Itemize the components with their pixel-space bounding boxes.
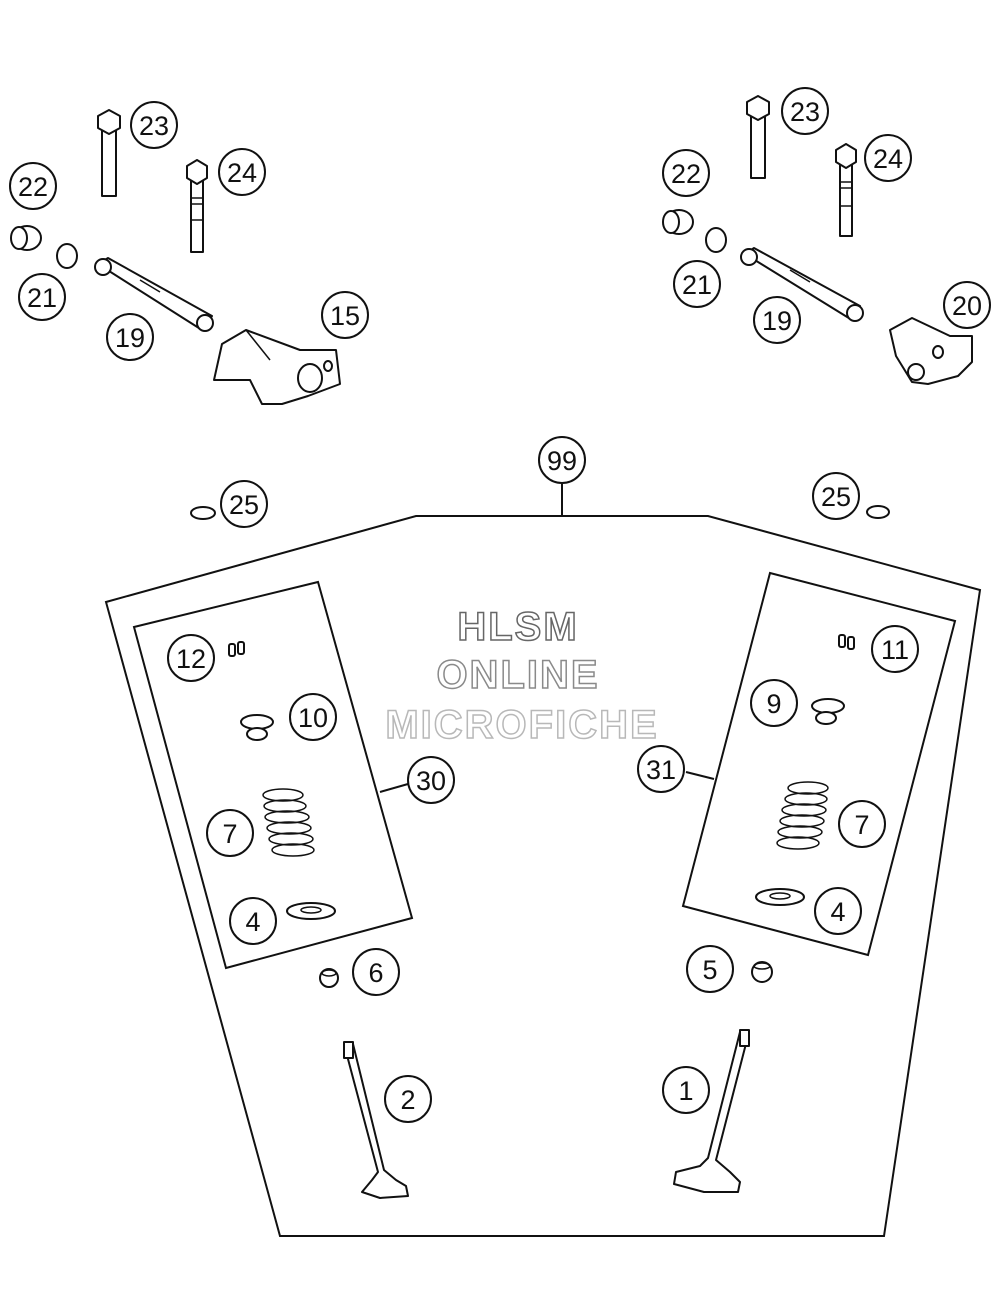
callout-5: 5 (686, 945, 734, 993)
watermark-line-2: ONLINE (436, 653, 599, 697)
valve-spring-7-left (262, 788, 315, 857)
callout-24-right: 24 (864, 134, 912, 182)
collets-12 (228, 641, 245, 657)
callout-99: 99 (538, 436, 586, 484)
spring-retainer-9 (811, 698, 845, 725)
pin-25-left (190, 506, 216, 520)
callout-22-right: 22 (662, 149, 710, 197)
svg-text:15: 15 (330, 301, 360, 331)
valve-1 (673, 1029, 750, 1193)
svg-text:21: 21 (27, 283, 57, 313)
rocker-arm-15 (213, 329, 341, 405)
collets-11 (838, 634, 855, 650)
callout-7-left: 7 (206, 809, 254, 857)
callout-19-right: 19 (753, 296, 801, 344)
callout-20: 20 (943, 281, 991, 329)
svg-text:22: 22 (18, 172, 48, 202)
bolt-24-right (835, 143, 857, 237)
svg-text:21: 21 (682, 270, 712, 300)
subassembly-frame-31 (681, 571, 957, 957)
callout-31: 31 (637, 745, 685, 793)
bolt-23-left (97, 109, 121, 197)
watermark: HLSM ONLINE MICROFICHE (385, 604, 658, 748)
svg-text:6: 6 (368, 958, 383, 988)
watermark-line-1: HLSM (457, 605, 578, 649)
callout-11: 11 (871, 625, 919, 673)
svg-text:19: 19 (115, 323, 145, 353)
callout-6: 6 (352, 948, 400, 996)
svg-text:4: 4 (830, 897, 845, 927)
svg-text:23: 23 (790, 97, 820, 127)
callout-30: 30 (407, 756, 455, 804)
callout-9: 9 (750, 679, 798, 727)
svg-text:5: 5 (702, 955, 717, 985)
callout-4-right: 4 (814, 887, 862, 935)
callout-19-left: 19 (106, 313, 154, 361)
svg-text:4: 4 (245, 907, 260, 937)
callout-7-right: 7 (838, 800, 886, 848)
spring-seat-4-left (286, 902, 336, 920)
svg-text:9: 9 (766, 689, 781, 719)
callout-23-left: 23 (130, 101, 178, 149)
callout-1: 1 (662, 1066, 710, 1114)
o-ring-21-right (705, 227, 727, 253)
o-ring-21-left (56, 243, 78, 269)
svg-text:12: 12 (176, 644, 206, 674)
spring-retainer-10 (240, 714, 274, 741)
bolt-24-left (186, 159, 208, 253)
spring-seat-4-right (755, 888, 805, 906)
svg-text:11: 11 (881, 635, 909, 665)
svg-text:30: 30 (416, 766, 446, 796)
callout-25-right: 25 (812, 472, 860, 520)
callout-15: 15 (321, 291, 369, 339)
callout-2: 2 (384, 1075, 432, 1123)
valve-stem-seal-6 (319, 968, 339, 988)
svg-text:2: 2 (400, 1085, 415, 1115)
callout-24-left: 24 (218, 148, 266, 196)
svg-text:7: 7 (222, 819, 237, 849)
svg-text:7: 7 (854, 810, 869, 840)
svg-text:24: 24 (227, 158, 257, 188)
plug-22-right (662, 209, 694, 235)
svg-text:99: 99 (547, 446, 577, 476)
svg-text:31: 31 (646, 755, 676, 785)
svg-text:19: 19 (762, 306, 792, 336)
watermark-line-3: MICROFICHE (385, 703, 658, 747)
rocker-shaft-19-left (94, 257, 214, 332)
rocker-shaft-19-right (740, 247, 864, 322)
callout-21-right: 21 (673, 260, 721, 308)
svg-text:1: 1 (678, 1076, 693, 1106)
callout-4-left: 4 (229, 897, 277, 945)
subassembly-frame-30 (132, 580, 414, 970)
valve-spring-7-right (776, 781, 829, 850)
callout-10: 10 (289, 693, 337, 741)
svg-text:25: 25 (821, 482, 851, 512)
svg-text:20: 20 (952, 291, 982, 321)
svg-text:10: 10 (298, 703, 328, 733)
svg-text:23: 23 (139, 111, 169, 141)
plug-22-left (10, 225, 42, 251)
callout-22-left: 22 (9, 162, 57, 210)
callout-25-left: 25 (220, 480, 268, 528)
svg-text:22: 22 (671, 159, 701, 189)
callout-21-left: 21 (18, 273, 66, 321)
rocker-arm-20 (889, 317, 973, 385)
valve-2 (343, 1041, 409, 1199)
assembly-frame-99 (104, 484, 982, 1237)
pin-25-right (866, 505, 890, 519)
bolt-23-right (746, 95, 770, 179)
callout-23-right: 23 (781, 87, 829, 135)
valve-stem-seal-5 (751, 961, 773, 983)
callout-12: 12 (167, 634, 215, 682)
svg-text:24: 24 (873, 144, 903, 174)
svg-text:25: 25 (229, 490, 259, 520)
